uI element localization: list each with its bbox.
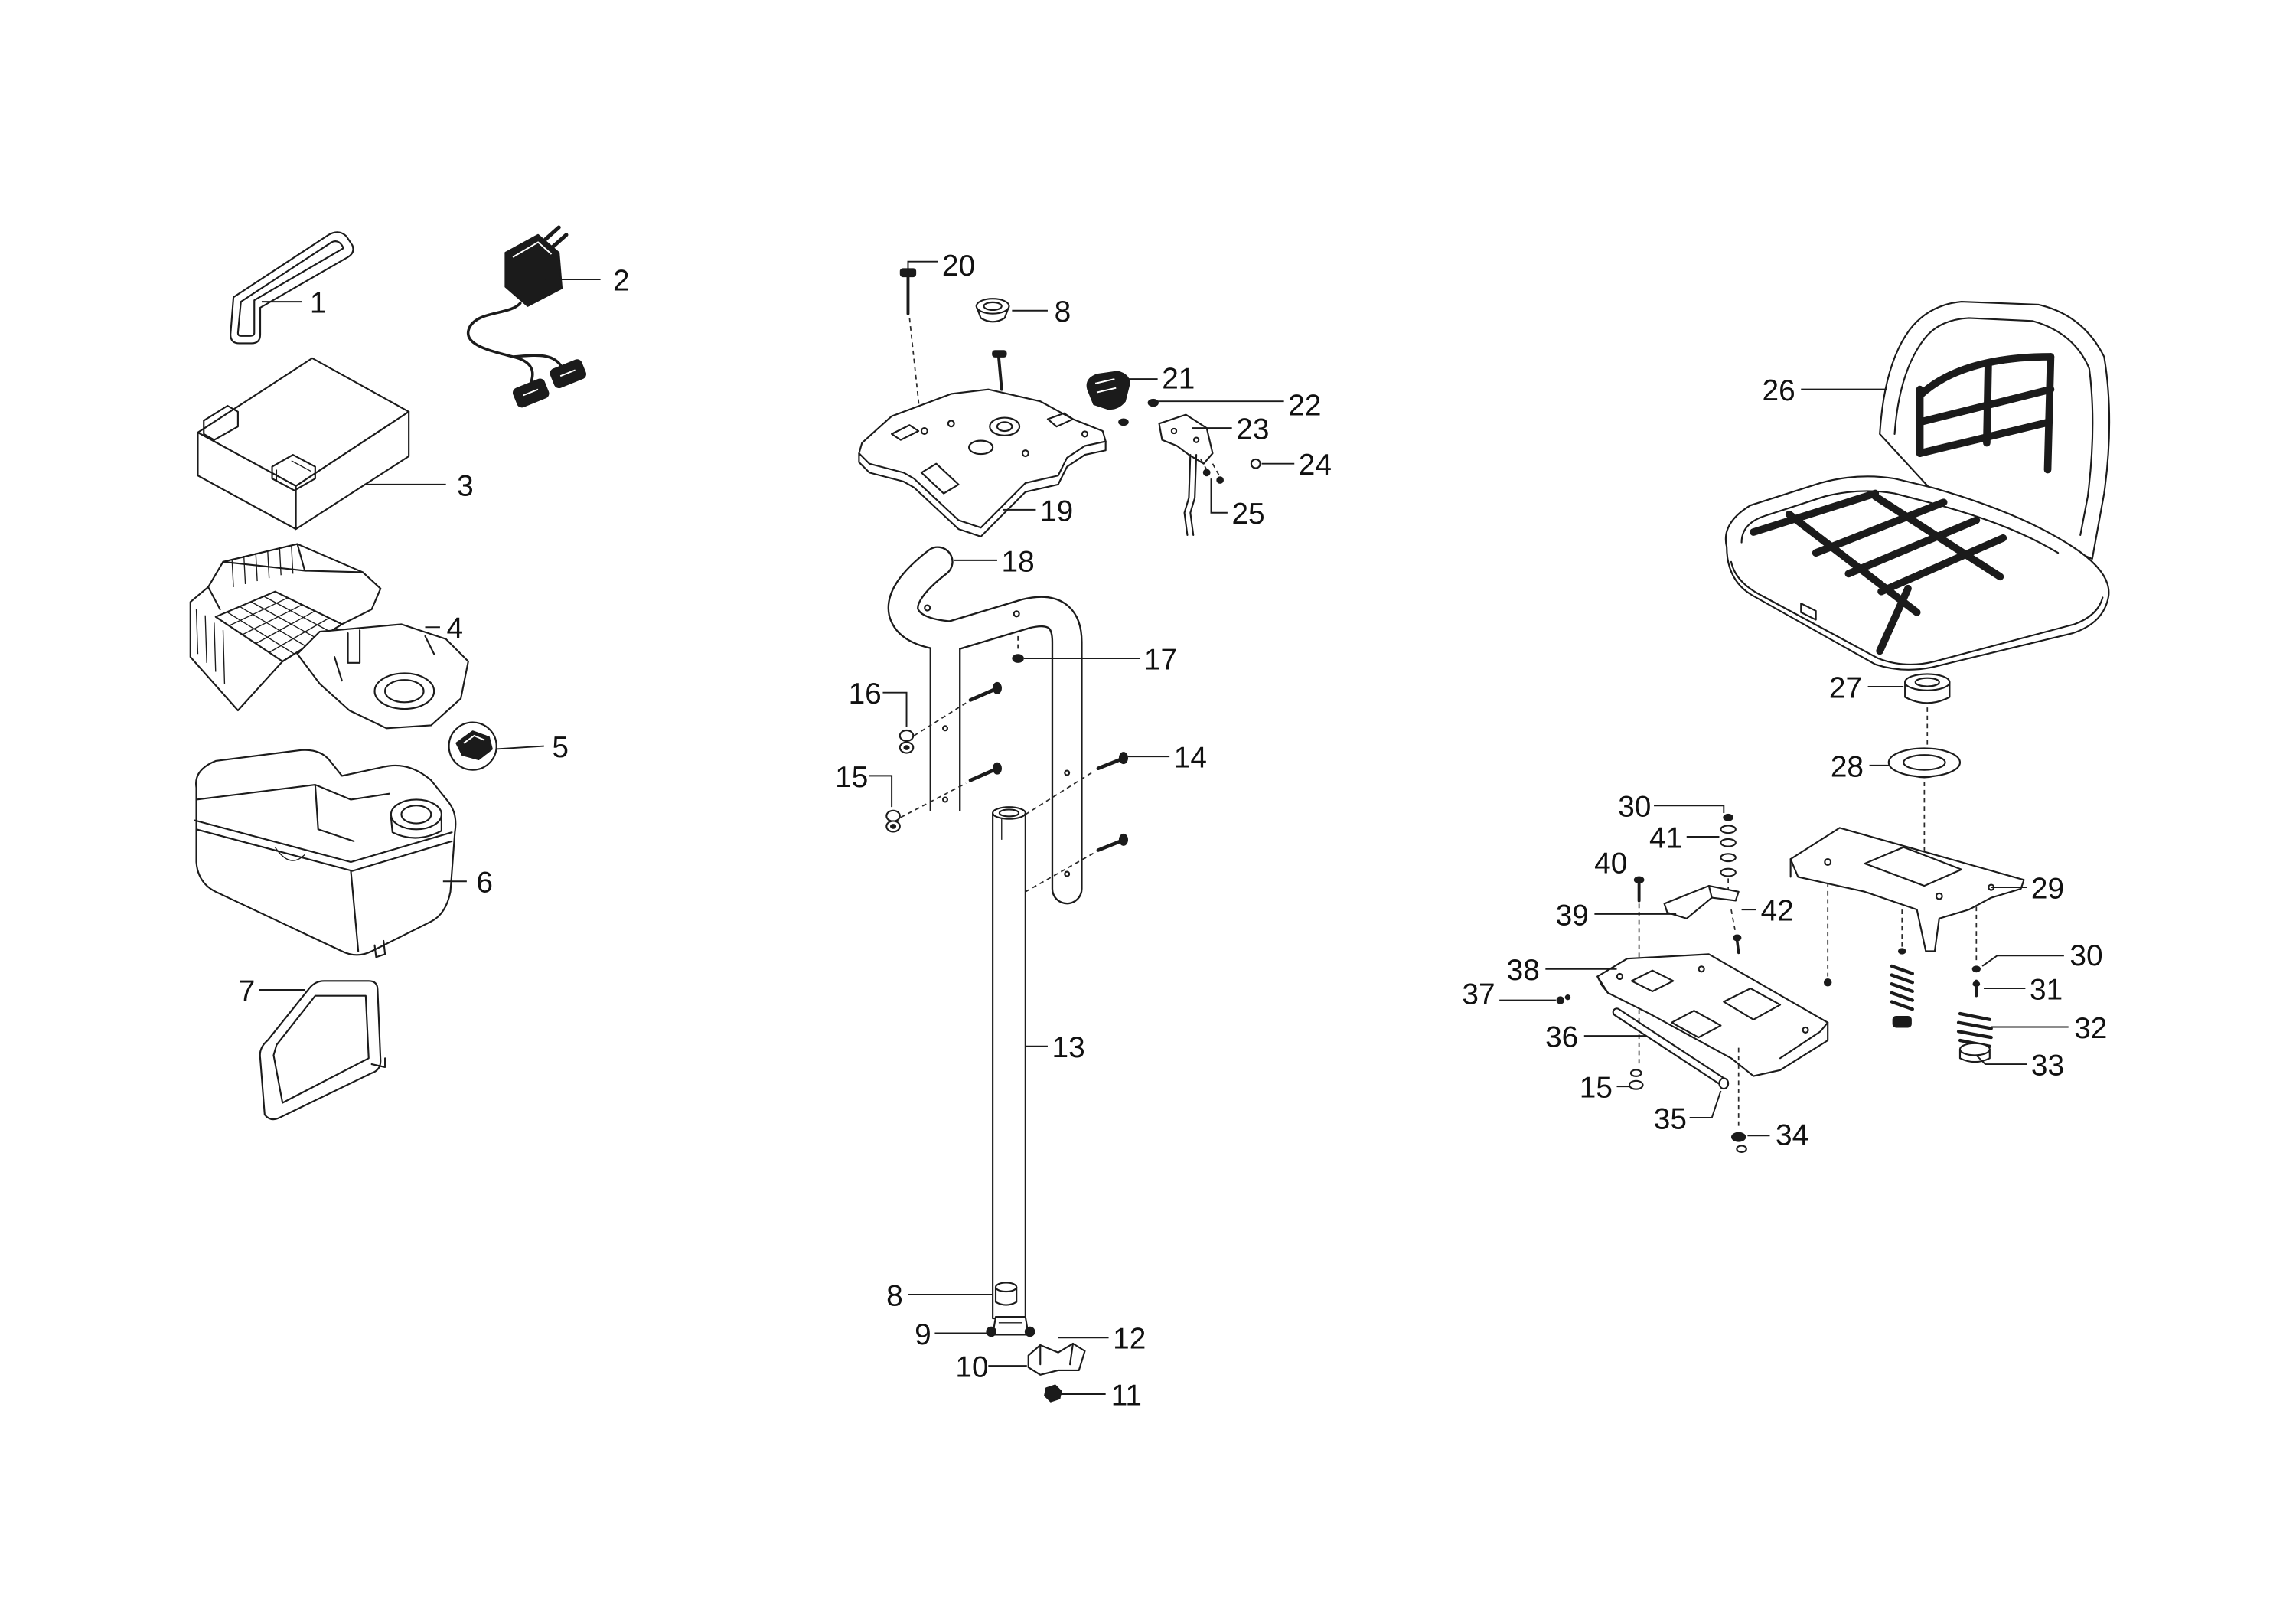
callout-23: 23 xyxy=(1236,413,1269,446)
callout-31: 31 xyxy=(2030,973,2063,1006)
part-4-battery-tray xyxy=(189,543,469,730)
part-42-bolt xyxy=(1730,909,1742,955)
callout-19: 19 xyxy=(1040,495,1073,527)
callout-1: 1 xyxy=(310,287,327,320)
part-34-nut xyxy=(1730,1132,1747,1154)
callout-41: 41 xyxy=(1649,821,1682,854)
callout-21: 21 xyxy=(1162,363,1195,396)
callout-32: 32 xyxy=(2074,1012,2107,1045)
part-17-nut xyxy=(1012,635,1024,663)
part-8-cap-bottom xyxy=(994,1282,1018,1306)
callout-11: 11 xyxy=(1111,1379,1142,1412)
callout-26: 26 xyxy=(1763,374,1795,407)
callout-38: 38 xyxy=(1507,954,1540,987)
callout-36: 36 xyxy=(1545,1021,1578,1054)
part-stack-washers xyxy=(1720,813,1737,896)
part-18-handlebar xyxy=(887,546,1083,905)
callout-17: 17 xyxy=(1144,643,1177,676)
leader-line xyxy=(1689,1090,1722,1118)
callout-30-right: 30 xyxy=(2069,939,2102,972)
callout-35: 35 xyxy=(1654,1102,1687,1135)
callout-2: 2 xyxy=(613,264,630,297)
part-7-frame xyxy=(259,980,386,1121)
leader-line xyxy=(882,691,908,727)
part-11-screw xyxy=(1044,1384,1062,1403)
part-22-washers xyxy=(1118,398,1159,426)
part-32-spring xyxy=(1956,1011,1993,1048)
callout-16: 16 xyxy=(849,678,882,710)
callout-18: 18 xyxy=(1002,545,1035,578)
callout-14: 14 xyxy=(1174,742,1207,775)
part-38-base-plate xyxy=(1596,953,1829,1130)
callout-3: 3 xyxy=(457,469,474,502)
callout-40: 40 xyxy=(1594,847,1627,880)
part-1-wire-handle xyxy=(230,231,354,345)
part-15-nut-right xyxy=(1628,1069,1644,1090)
part-35-pin xyxy=(1718,1077,1730,1090)
part-10-clamp xyxy=(1027,1342,1086,1376)
leader-line xyxy=(1981,955,2064,967)
part-29-seat-plate xyxy=(1789,827,2025,987)
callout-labels: 1 2 3 4 5 6 7 20 8 21 22 23 24 25 19 18 … xyxy=(239,250,2108,1412)
callout-6: 6 xyxy=(476,867,493,900)
callout-7: 7 xyxy=(239,975,256,1007)
part-9-collar xyxy=(986,1316,1035,1337)
part-23-bracket xyxy=(1158,413,1225,484)
callout-34: 34 xyxy=(1776,1119,1808,1152)
callout-29: 29 xyxy=(2031,872,2064,905)
part-14-bolts xyxy=(900,681,1128,893)
part-19-plate xyxy=(858,388,1107,537)
callout-10: 10 xyxy=(955,1351,988,1384)
callout-4: 4 xyxy=(447,612,464,645)
part-37-clip xyxy=(1556,994,1571,1004)
leader-line xyxy=(1975,1054,2027,1066)
callout-33: 33 xyxy=(2031,1049,2064,1082)
part-21-knob xyxy=(1086,371,1130,410)
callout-5: 5 xyxy=(552,731,569,764)
callout-24: 24 xyxy=(1299,449,1332,482)
callout-15-right: 15 xyxy=(1580,1072,1613,1105)
leader-line xyxy=(1210,478,1228,514)
callout-28: 28 xyxy=(1831,750,1864,783)
callout-13: 13 xyxy=(1052,1031,1085,1064)
part-36-rod xyxy=(1612,1007,1726,1086)
callout-15-center: 15 xyxy=(835,761,868,794)
part-27-bushing xyxy=(1904,673,1951,749)
part-5-knob xyxy=(448,721,497,771)
callout-27: 27 xyxy=(1829,671,1862,704)
callout-39: 39 xyxy=(1556,899,1589,932)
callout-30-left: 30 xyxy=(1618,791,1651,824)
part-30-31-fasteners xyxy=(1971,965,1981,998)
part-33-spacer xyxy=(1958,1042,1991,1063)
callout-8-bottom: 8 xyxy=(886,1279,903,1312)
leader-line xyxy=(869,775,893,808)
leader-line xyxy=(907,260,938,277)
callout-22: 22 xyxy=(1288,390,1321,423)
callout-37: 37 xyxy=(1462,978,1495,1011)
callout-12: 12 xyxy=(1113,1323,1146,1356)
part-2-charger xyxy=(466,225,586,408)
leader-line xyxy=(496,745,544,750)
part-16-washers xyxy=(899,729,915,754)
part-3-battery xyxy=(197,357,410,531)
callout-8-top: 8 xyxy=(1055,296,1071,328)
callout-25: 25 xyxy=(1231,498,1264,531)
part-28-cup xyxy=(1887,747,1962,874)
part-26-seat xyxy=(1724,301,2111,671)
leader-line xyxy=(1654,805,1725,813)
part-spring-left xyxy=(1890,948,1914,1028)
part-13-steering-tube xyxy=(992,806,1026,1320)
part-24-nut xyxy=(1250,458,1261,469)
callout-20: 20 xyxy=(942,250,975,282)
part-8-cap-top xyxy=(975,298,1012,488)
part-20-bolt xyxy=(899,268,922,429)
leader-lines xyxy=(259,260,2069,1395)
part-6-tank xyxy=(194,749,457,958)
callout-42: 42 xyxy=(1761,895,1794,928)
callout-9: 9 xyxy=(915,1318,931,1351)
part-25-rod xyxy=(1183,453,1198,536)
